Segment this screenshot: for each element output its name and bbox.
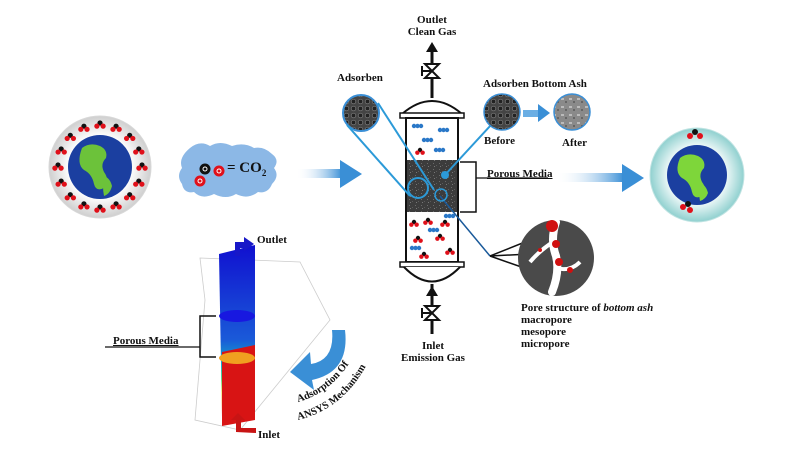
sim-outlet-label: Outlet	[257, 234, 287, 246]
flow-arrow-to-clean-earth	[556, 164, 644, 192]
pore-structure-caption: Pore structure of bottom ash macropore m…	[521, 302, 653, 350]
co2-molecule	[440, 219, 450, 227]
sim-porous-bracket	[199, 315, 216, 358]
co2-formula: = CO2	[227, 160, 267, 178]
oxygen-atom-icon	[194, 175, 206, 187]
before-label: Before	[484, 135, 515, 147]
adsorption-curved-arrow-icon	[290, 330, 346, 390]
pore-structure-magnifier	[434, 188, 594, 296]
co2-molecule	[110, 201, 122, 210]
captured-molecule	[437, 127, 450, 133]
co2-molecule	[94, 120, 106, 129]
captured-molecule	[421, 137, 434, 143]
captured-molecule	[411, 123, 424, 129]
bottom-ash-comparison	[441, 93, 591, 179]
inlet-arrow-icon	[426, 286, 438, 296]
inlet-label: Inlet Emission Gas	[397, 340, 469, 364]
before-after-arrow-icon	[538, 104, 550, 122]
co2-molecule-bottom	[680, 201, 693, 213]
co2-molecule-top	[687, 129, 703, 139]
co2-molecule	[133, 178, 145, 187]
after-label: After	[562, 137, 588, 149]
co2-molecule	[409, 219, 419, 227]
co2-molecule	[78, 201, 90, 210]
bottom-ash-after-image	[553, 93, 591, 131]
co2-molecule	[419, 251, 429, 259]
sim-inlet-label: Inlet	[258, 429, 280, 441]
co2-molecule	[64, 132, 77, 142]
co2-molecule	[55, 178, 67, 187]
porous-media-label: Porous Media	[487, 168, 553, 180]
outlet-label-line2: Clean Gas	[407, 26, 457, 38]
co2-molecule	[94, 204, 106, 213]
co2-molecule	[415, 147, 425, 155]
pore-structure-title: Pore structure of bottom ash	[521, 302, 654, 314]
co2-molecule	[52, 162, 64, 171]
pore-item-micropore: micropore	[521, 338, 570, 350]
adsorben-magnifier	[342, 94, 435, 199]
co2-molecule	[133, 146, 145, 155]
co2-molecule	[435, 233, 445, 241]
bottom-ash-title: Adsorben Bottom Ash	[483, 78, 587, 90]
co2-molecule	[445, 247, 455, 255]
flow-arrow-to-adsorber	[296, 160, 362, 188]
captured-molecule	[409, 245, 422, 251]
pore-item-macropore: macropore	[521, 314, 572, 326]
co2-molecule	[413, 235, 423, 243]
porous-media-bracket	[460, 161, 477, 213]
outlet-valve-icon[interactable]	[421, 63, 442, 79]
porous-bottom-plane	[219, 352, 255, 364]
adsorben-label: Adsorben	[337, 72, 383, 84]
outlet-arrow-icon	[426, 42, 438, 52]
co2-legend-cloud	[179, 143, 277, 197]
co2-molecule	[64, 192, 77, 201]
co2-molecule	[110, 123, 122, 132]
adsorber-column	[399, 42, 548, 334]
inlet-label-line2: Emission Gas	[401, 352, 465, 364]
clean-earth	[649, 127, 745, 223]
co2-molecule	[123, 132, 136, 142]
co2-molecule	[78, 123, 90, 132]
sim-outlet-arrow-icon	[235, 237, 254, 256]
inlet-valve-icon[interactable]	[421, 305, 442, 321]
porous-top-plane	[219, 310, 255, 322]
sim-porous-media-label: Porous Media	[113, 335, 179, 347]
captured-molecule	[427, 227, 440, 233]
outlet-label-line1: Outlet	[417, 14, 447, 26]
co2-molecules-left	[52, 120, 148, 213]
captured-molecule	[443, 213, 456, 219]
bottom-ash-before-image	[483, 93, 521, 131]
co2-molecule	[423, 217, 433, 225]
co2-molecule	[55, 146, 67, 155]
polluted-earth	[48, 115, 152, 219]
co2-molecule	[136, 162, 148, 171]
sim-inlet-arrow-icon	[231, 413, 256, 433]
carbon-atom-icon	[199, 163, 211, 175]
pore-item-mesopore: mesopore	[521, 326, 567, 338]
outlet-label: Outlet Clean Gas	[402, 14, 462, 38]
oxygen-atom-icon	[213, 165, 225, 177]
inlet-label-line1: Inlet	[422, 340, 444, 352]
captured-molecule	[433, 147, 446, 153]
column-molecules	[409, 123, 456, 259]
ansys-simulation	[105, 237, 346, 433]
co2-molecule	[123, 192, 136, 201]
